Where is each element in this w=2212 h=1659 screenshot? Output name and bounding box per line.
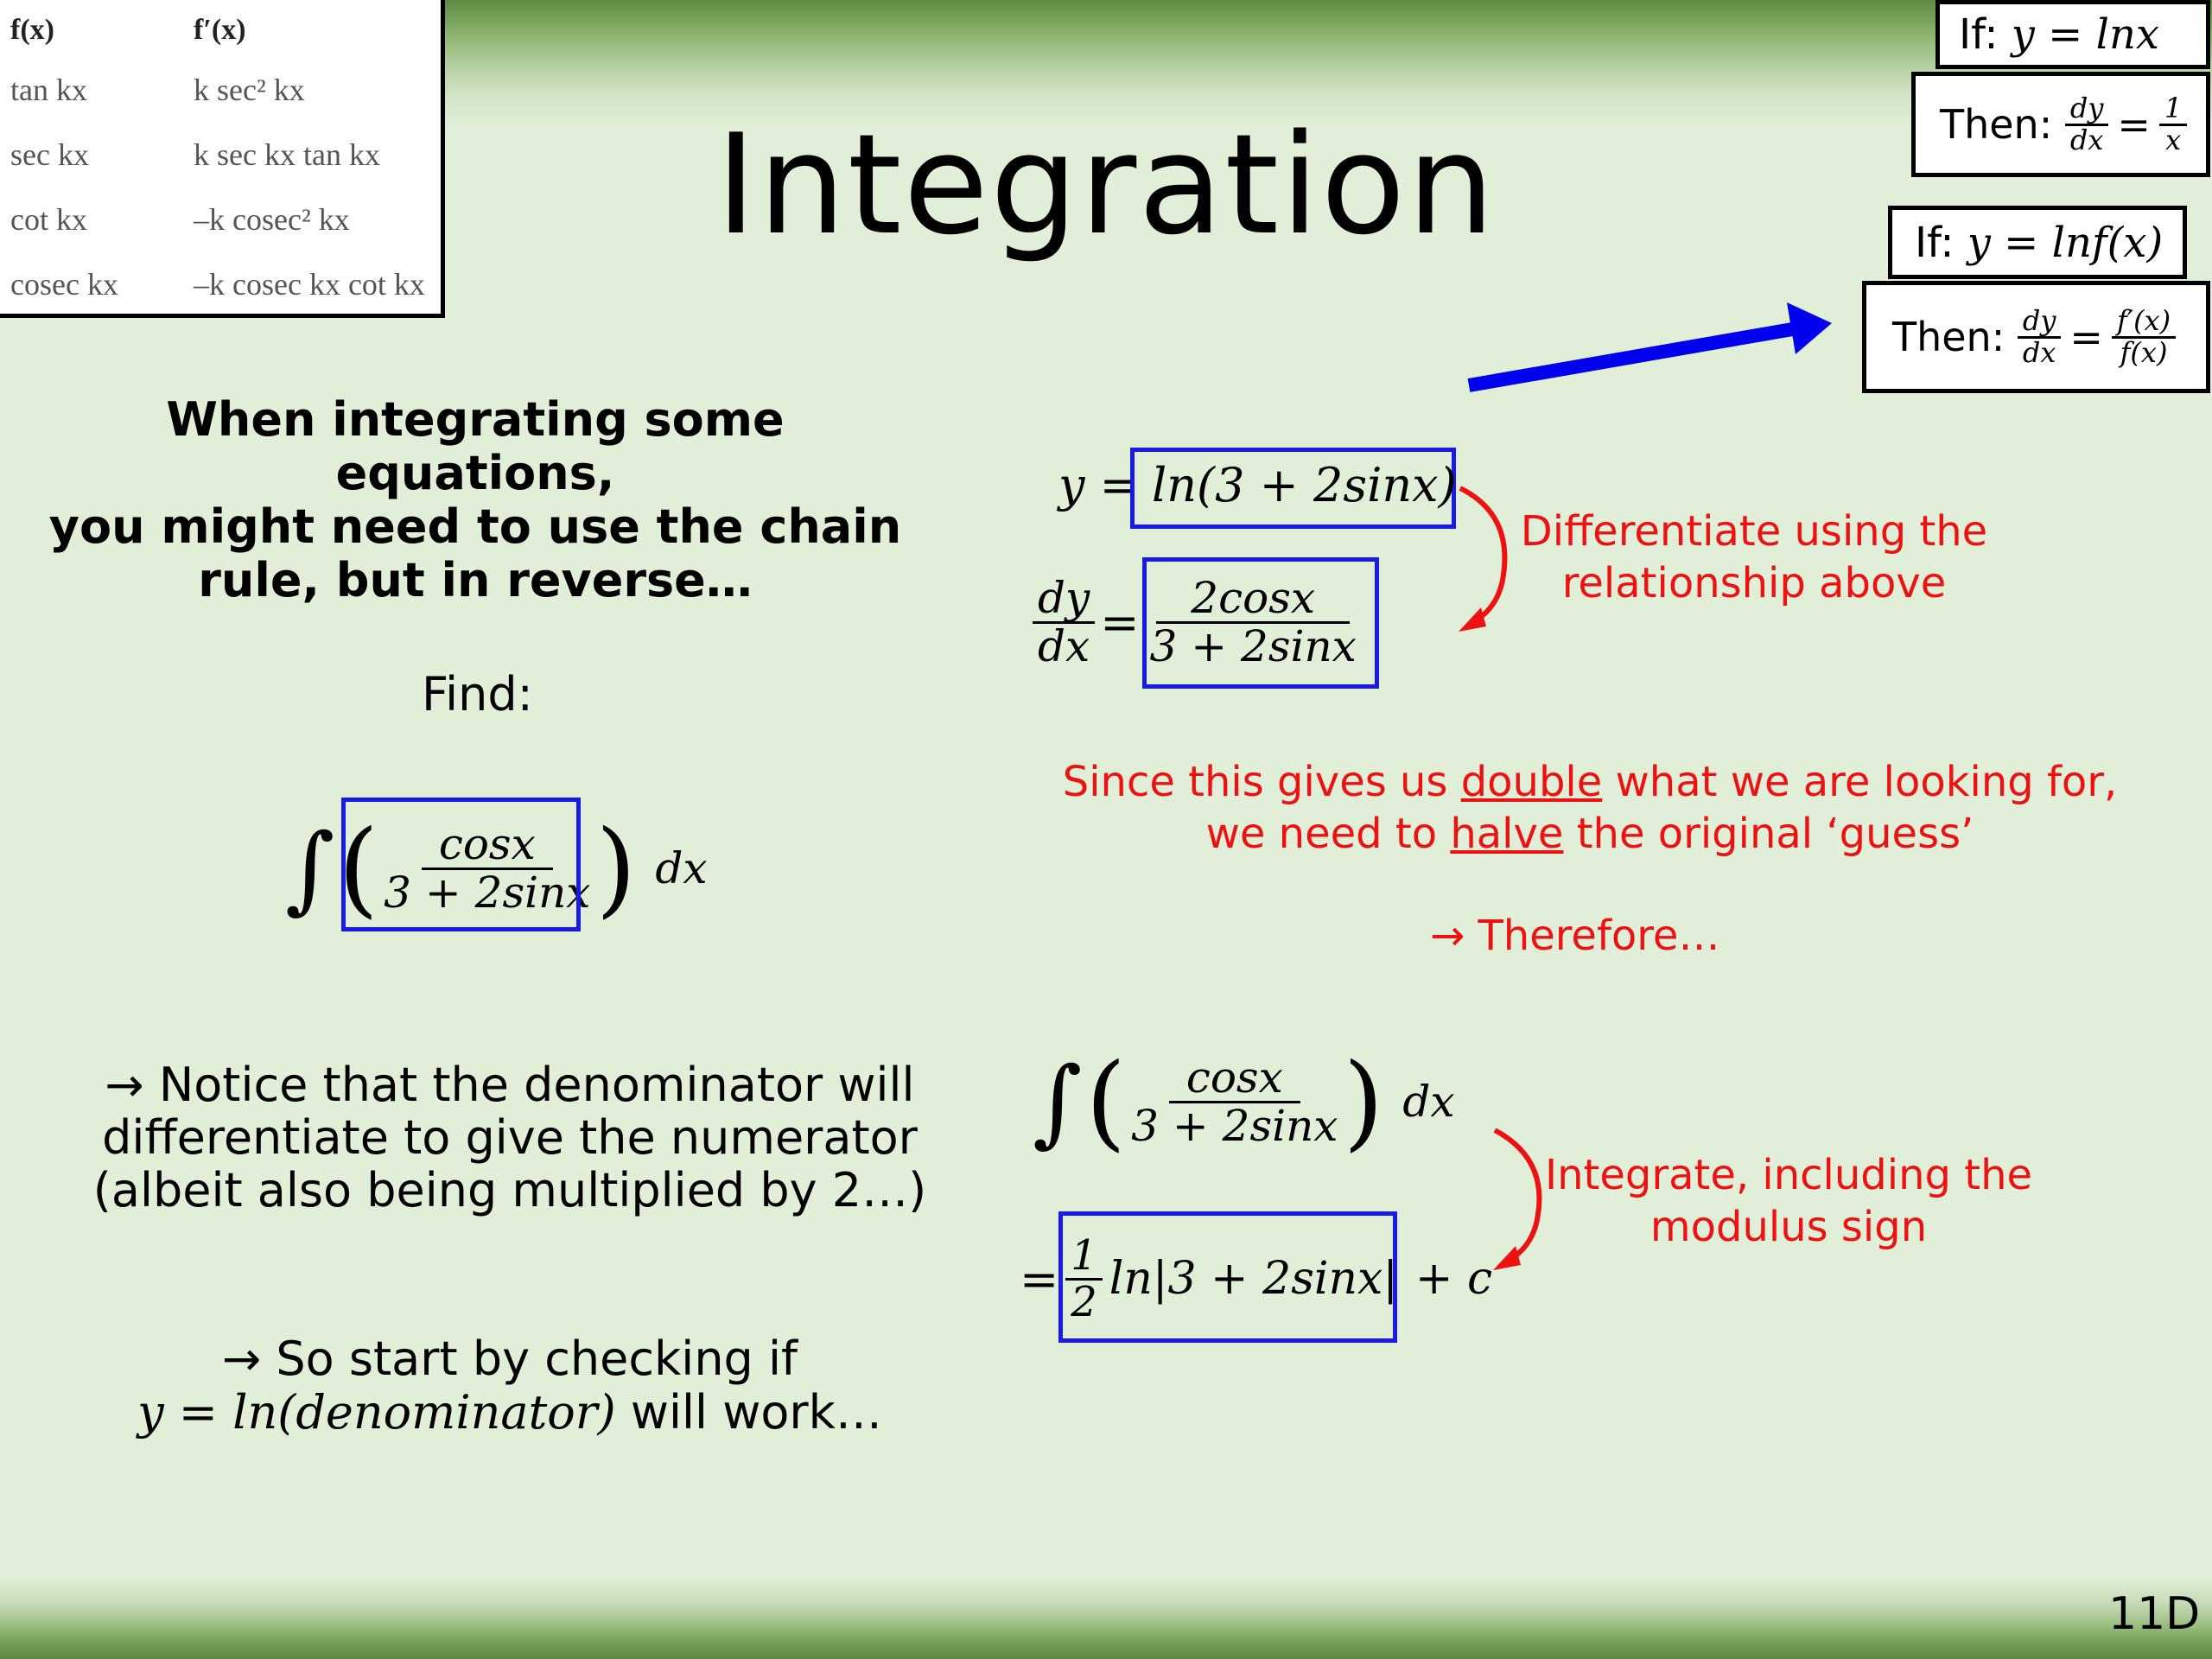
rule-if-label: If:: [1959, 10, 1999, 59]
rule-lnf-then-box: Then: dy dx = f′(x) f(x): [1862, 281, 2210, 393]
rule-ln-then-box: Then: dy dx = 1 x: [1911, 72, 2210, 177]
table-cell: –k cosec² kx: [194, 201, 350, 237]
dydx-fraction: dy dx: [1033, 575, 1096, 669]
derivative-highlight-box: [1142, 557, 1379, 689]
fprime-over-f-fraction: f′(x) f(x): [2111, 306, 2177, 367]
rule-ln-if-box: If: y = lnx: [1936, 0, 2210, 69]
solution-integral: ∫ ( cosx 3 + 2sinx ) dx: [1033, 1041, 1455, 1162]
rule-lnf-if-box: If: y = lnf(x): [1888, 206, 2187, 279]
rule-if-expr: y = lnf(x): [1967, 218, 2164, 267]
denominator-highlight-box: [341, 798, 581, 931]
guess-y-label: y =: [1058, 458, 1139, 512]
table-cell: –k cosec kx cot kx: [194, 266, 425, 302]
integral-sign: ∫: [285, 813, 335, 924]
table-cell: k sec kx tan kx: [194, 137, 380, 172]
table-cell: k sec² kx: [194, 72, 305, 107]
derivative-fraction: 2cosx 3 + 2sinx: [1149, 573, 1357, 671]
derivative-table: f(x) f′(x) tan kx k sec² kx sec kx k sec…: [0, 0, 445, 318]
rule-then-label: Then:: [1940, 101, 2053, 148]
guess-highlight-box: [1130, 448, 1456, 529]
dydx-fraction: dy dx: [2017, 306, 2062, 367]
integral-problem: ∫ ( cosx 3 + 2sinx ) dx: [285, 808, 708, 929]
table-cell: cosec kx: [10, 266, 118, 302]
table-header-fx: f(x): [10, 14, 54, 46]
table-row: cot kx –k cosec² kx: [0, 187, 425, 251]
differentiate-note: Differentiate using the relationship abo…: [1520, 507, 1988, 607]
dydx-fraction: dy dx: [2064, 93, 2109, 155]
table-header-fprimex: f′(x): [194, 14, 246, 46]
table-cell: cot kx: [10, 201, 87, 237]
integrand-fraction: cosx 3 + 2sinx: [384, 819, 591, 918]
integrand-fraction: cosx 3 + 2sinx: [1131, 1052, 1338, 1151]
bottom-gradient-band: [0, 1577, 2212, 1659]
slide-number: 11D: [2108, 1588, 2201, 1640]
rule-if-expr: y = lnx: [2011, 10, 2159, 59]
guess-expr: ln(3 + 2sinx): [1152, 458, 1457, 512]
table-cell: sec kx: [10, 137, 89, 172]
integral-sign: ∫: [1033, 1046, 1083, 1157]
table-row: tan kx k sec² kx: [0, 57, 425, 122]
table-cell: tan kx: [10, 72, 87, 107]
guess-derivative: dy dx = 2cosx 3 + 2sinx: [1033, 557, 1362, 687]
since-note: Since this gives us double what we are l…: [1062, 758, 2118, 858]
slide-title: Integration: [715, 104, 1497, 265]
half-fraction: 1 2: [1065, 1234, 1103, 1324]
red-bracket-arrow-icon: [1459, 486, 1508, 632]
blue-arrow-icon: [1467, 302, 1832, 392]
solution-result: = 1 2 ln|3 + 2sinx| + c: [1020, 1231, 1493, 1326]
therefore-text: → Therefore…: [1430, 912, 1720, 960]
red-bracket-arrow-icon: [1493, 1128, 1542, 1270]
table-row: cosec kx –k cosec kx cot kx: [0, 251, 425, 316]
intro-text: When integrating some equations, you mig…: [48, 392, 902, 607]
find-label: Find:: [422, 667, 533, 721]
result-highlight-box: [1058, 1211, 1397, 1343]
one-over-x-fraction: 1 x: [2158, 93, 2188, 155]
rule-then-label: Then:: [1892, 314, 2005, 360]
start-text: → So start by checking if y = ln(denomin…: [137, 1332, 882, 1440]
table-row: sec kx k sec kx tan kx: [0, 122, 425, 187]
rule-if-label: If:: [1915, 218, 1955, 267]
integrate-note: Integrate, including the modulus sign: [1544, 1151, 2033, 1251]
notice-text: → Notice that the denominator will diffe…: [92, 1058, 927, 1217]
